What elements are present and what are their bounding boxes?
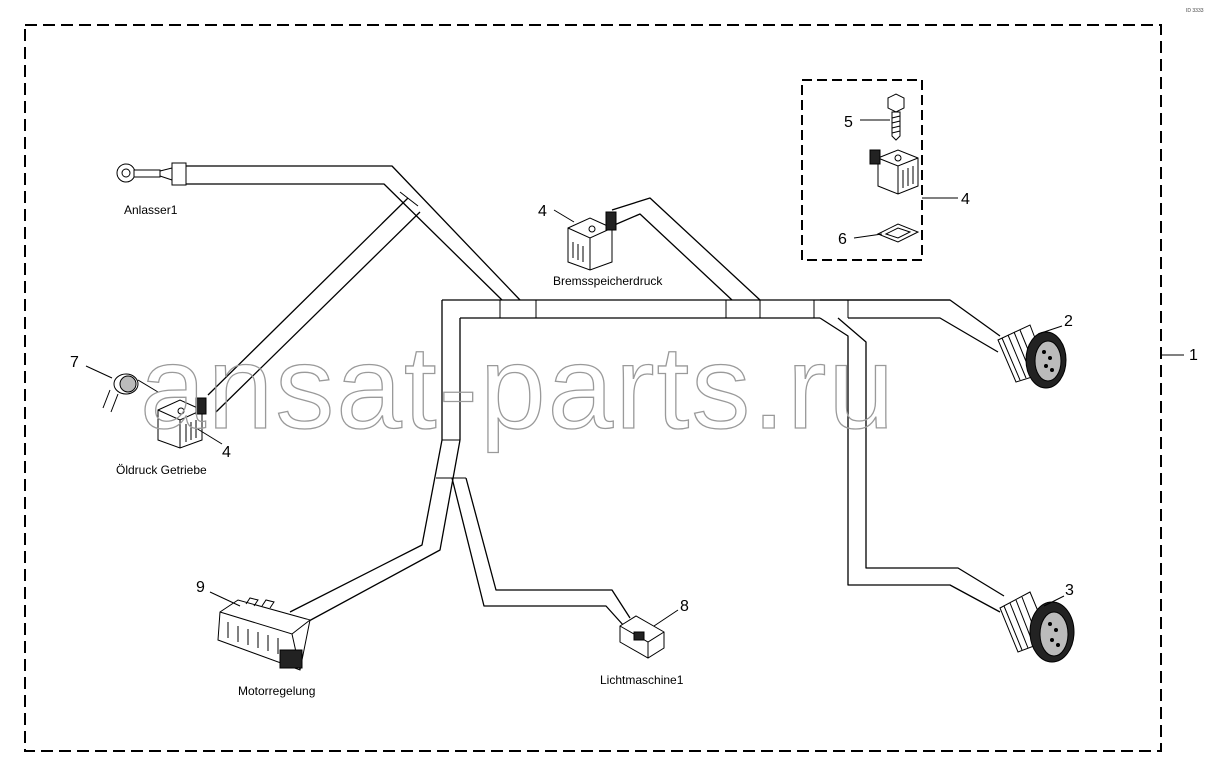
connector-3 [999, 591, 1075, 663]
branch-anlasser-upper [186, 165, 521, 301]
callout-3: 3 [1065, 582, 1074, 599]
callout-5: 5 [844, 114, 853, 131]
branch-conn3-outer [819, 317, 1001, 613]
branch-anlasser-lower [186, 183, 503, 301]
branch-conn2-lower [848, 317, 999, 353]
watermark-text: ansat-parts.ru [140, 322, 896, 454]
branch-licht-outer [451, 477, 625, 627]
lichtmaschine-connector [619, 615, 665, 659]
leader-lines [85, 119, 1184, 627]
branch-brems-lower [611, 213, 733, 301]
branch-licht-inner [465, 477, 631, 619]
callout-7: 7 [70, 354, 79, 371]
callout-6: 6 [838, 231, 847, 248]
branch-conn3-inner [837, 317, 1005, 597]
callout-4-oeldruck: 4 [222, 444, 231, 461]
label-bremsspeicherdruck: Bremsspeicherdruck [553, 274, 663, 288]
oeldruck-sensor [157, 397, 207, 449]
part7-plug [102, 373, 159, 413]
anlasser-ring-terminal [116, 162, 187, 186]
inset-dashed-box [801, 79, 923, 261]
inset-seal [876, 223, 920, 243]
callout-4-brems: 4 [538, 203, 547, 220]
harness-wires [186, 165, 1005, 629]
branch-conn2-upper [820, 299, 1001, 337]
inset-sensor [869, 149, 919, 195]
branch-motor-inner [295, 439, 461, 629]
connector-2 [997, 324, 1067, 389]
label-motorregelung: Motorregelung [238, 684, 315, 698]
inset-screw [887, 93, 905, 141]
branch-anlasser-band [399, 191, 419, 207]
branch-brems-upper [611, 197, 761, 301]
corner-mark: ID 3333 [1186, 8, 1204, 14]
branch-oeldruck-lower [215, 211, 421, 413]
branch-motor-outer [289, 439, 443, 613]
callout-2: 2 [1064, 313, 1073, 330]
motorregelung-connector [217, 597, 311, 671]
bremsspeicherdruck-sensor [567, 211, 617, 271]
label-oeldruck-getriebe: Öldruck Getriebe [116, 463, 207, 477]
branch-oeldruck-upper [207, 197, 409, 396]
callout-9: 9 [196, 579, 205, 596]
callout-1: 1 [1189, 347, 1198, 364]
callout-4-inset: 4 [961, 191, 970, 208]
callout-8: 8 [680, 598, 689, 615]
outer-dashed-frame [24, 24, 1162, 752]
label-lichtmaschine: Lichtmaschine1 [600, 673, 684, 687]
label-anlasser: Anlasser1 [124, 203, 178, 217]
